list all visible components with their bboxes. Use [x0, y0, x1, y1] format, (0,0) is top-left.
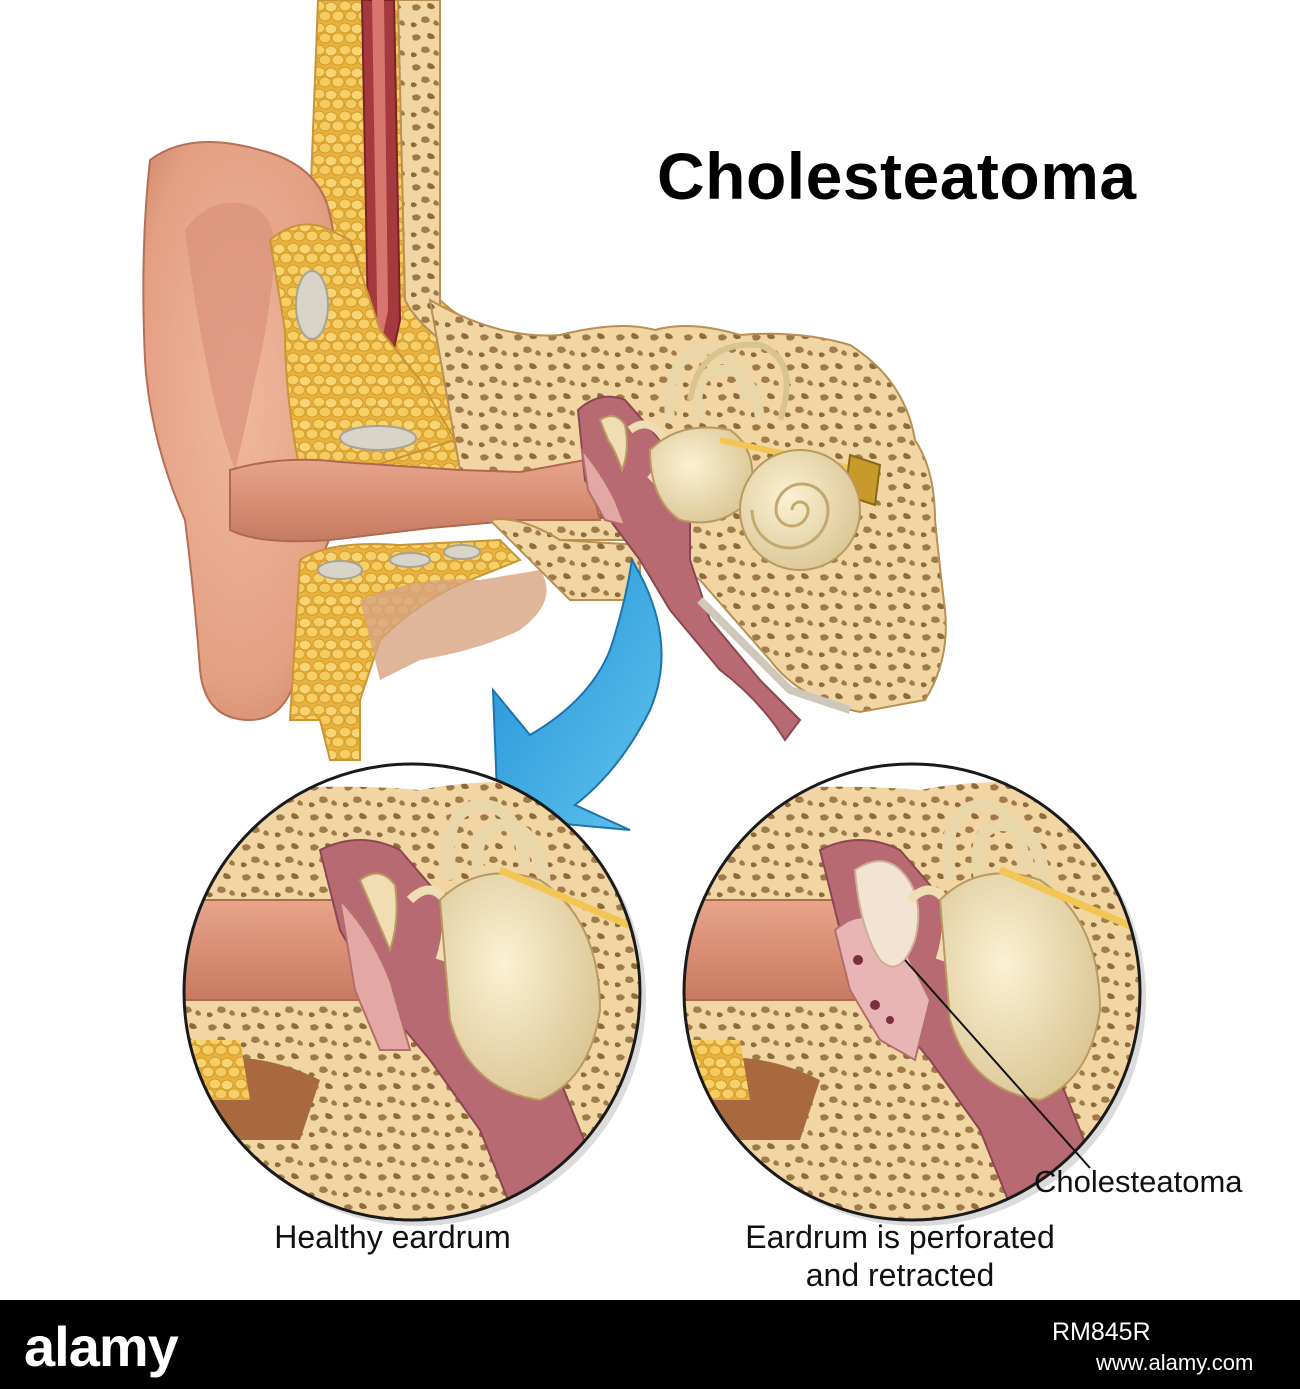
- image-id: RM845R: [1052, 1318, 1151, 1346]
- arrow-icon: [491, 557, 663, 831]
- perforated-zoom-circle: [682, 762, 1146, 1226]
- diagram-canvas: ​ Cholesteatoma Cholesteatoma Healthy ea…: [142, 0, 1243, 1294]
- diagram-title: Cholesteatoma: [657, 139, 1137, 213]
- cholesteatoma-mass: [853, 860, 920, 968]
- perforated-caption-line-1: Eardrum is perforated: [745, 1219, 1055, 1255]
- cholesteatoma-leader-line: [904, 959, 1091, 1169]
- main-ear-section: [142, 0, 947, 761]
- ear-anatomy-illustration: [142, 0, 1146, 1226]
- perforated-caption-line-2: and retracted: [805, 1257, 995, 1293]
- cholesteatoma-label: Cholesteatoma: [1034, 1164, 1243, 1199]
- alamy-logo[interactable]: alamy: [24, 1315, 179, 1378]
- site-url[interactable]: www.alamy.com: [1096, 1350, 1254, 1375]
- perforated-eardrum-caption: Eardrum is perforated and retracted: [700, 1218, 1100, 1294]
- healthy-zoom-circle: [182, 762, 646, 1226]
- healthy-eardrum-caption: Healthy eardrum: [274, 1219, 511, 1255]
- footer-bar: alamy RM845R www.alamy.com: [0, 1300, 1300, 1389]
